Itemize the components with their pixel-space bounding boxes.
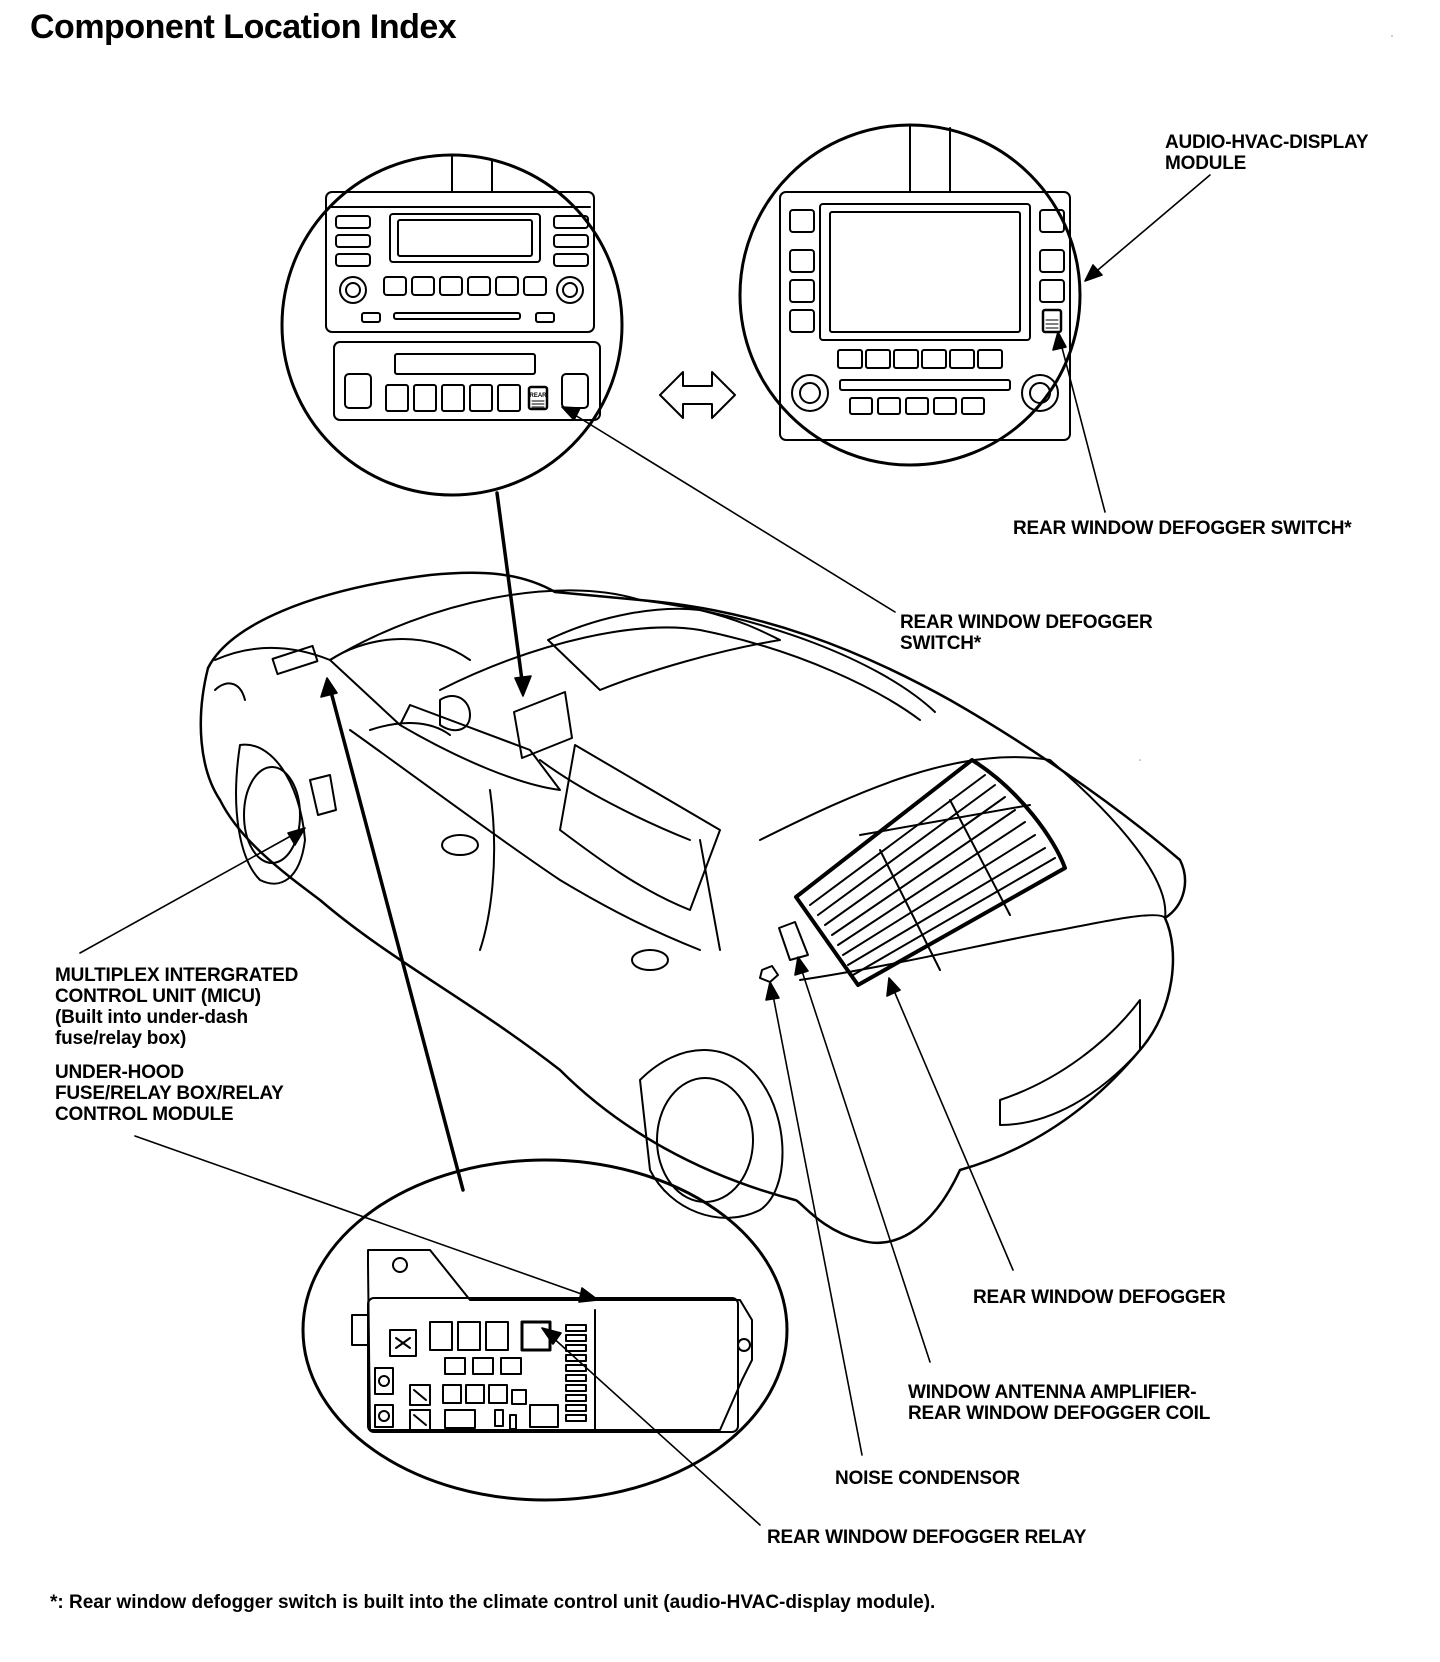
antenna-amplifier-marker: [779, 922, 808, 960]
alternative-arrow-icon: [660, 372, 735, 418]
label-rear-window-defogger-switch-mid: REAR WINDOW DEFOGGER SWITCH*: [900, 612, 1153, 654]
label-line: CONTROL UNIT (MICU): [55, 986, 261, 1007]
page-title: Component Location Index: [30, 8, 457, 46]
display-panel-detail-circle-right: [740, 125, 1080, 465]
noise-condensor-marker: [760, 966, 778, 982]
label-under-hood-fuse-relay-box: UNDER-HOOD FUSE/RELAY BOX/RELAY CONTROL …: [55, 1062, 284, 1125]
label-line: REAR WINDOW DEFOGGER COIL: [908, 1403, 1211, 1424]
micu-marker: [273, 646, 318, 674]
climate-panel-detail-circle-left: REAR: [282, 155, 622, 495]
label-line: UNDER-HOOD: [55, 1062, 184, 1083]
label-micu: MULTIPLEX INTERGRATED CONTROL UNIT (MICU…: [55, 965, 298, 1049]
leader-lines: [80, 175, 1210, 1525]
switch-location-marker: [514, 692, 572, 758]
label-line: WINDOW ANTENNA AMPLIFIER-: [908, 1382, 1197, 1403]
label-rear-window-defogger: REAR WINDOW DEFOGGER: [973, 1287, 1226, 1308]
switch-button-label: REAR: [529, 393, 547, 399]
car-illustration: [201, 573, 1185, 1243]
label-line: AUDIO-HVAC-DISPLAY: [1165, 132, 1369, 153]
label-window-antenna-amplifier: WINDOW ANTENNA AMPLIFIER- REAR WINDOW DE…: [908, 1382, 1210, 1424]
label-line: CONTROL MODULE: [55, 1104, 234, 1125]
under-hood-box-marker: [310, 775, 336, 815]
rear-window-defogger-switch-icon-b: [1043, 310, 1061, 332]
rear-window-defogger-switch-icon: REAR: [529, 387, 547, 409]
label-rear-window-defogger-switch-top: REAR WINDOW DEFOGGER SWITCH*: [1013, 518, 1352, 539]
label-line: SWITCH*: [900, 633, 981, 654]
label-line: REAR WINDOW DEFOGGER: [900, 612, 1153, 633]
label-line: fuse/relay box): [55, 1028, 187, 1049]
label-line: MODULE: [1165, 153, 1247, 174]
label-line: MULTIPLEX INTERGRATED: [55, 965, 299, 986]
label-audio-hvac-display-module: AUDIO-HVAC-DISPLAY MODULE: [1165, 132, 1369, 174]
label-noise-condensor: NOISE CONDENSOR: [835, 1468, 1020, 1489]
label-line: FUSE/RELAY BOX/RELAY: [55, 1083, 284, 1104]
label-rear-window-defogger-relay: REAR WINDOW DEFOGGER RELAY: [767, 1527, 1087, 1548]
fuse-relay-box-detail-circle: [303, 1160, 787, 1500]
footnote: *: Rear window defogger switch is built …: [50, 1592, 936, 1613]
rear-window-defogger-relay-marker: [522, 1322, 550, 1350]
rear-window-defogger-grid: [796, 760, 1065, 985]
label-line: (Built into under-dash: [55, 1007, 248, 1028]
